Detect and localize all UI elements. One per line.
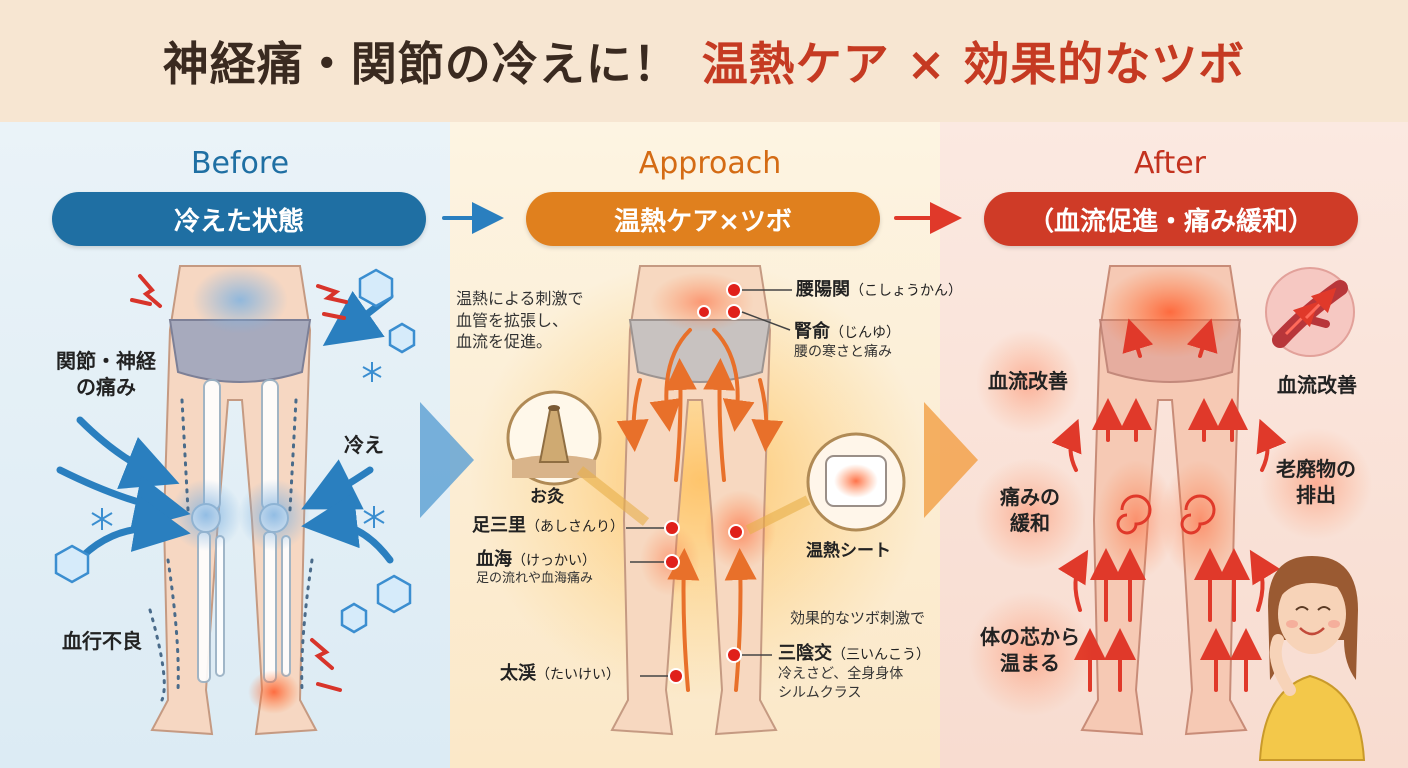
- snowflake-icon: [54, 268, 416, 634]
- point-ashisanri: 足三里（あしさんり）: [472, 515, 624, 536]
- stage-after: After: [1133, 146, 1207, 181]
- label-core-warm: 体の芯から 温まる: [980, 625, 1080, 675]
- label-flow-right: 血流改善: [1277, 373, 1357, 397]
- label-flow-left: 血流改善: [988, 369, 1068, 393]
- after-legs: [1051, 265, 1287, 736]
- point-saninkou: 三陰交（三いんこう） 冷えさど、全身身体 シルムクラス: [778, 643, 930, 701]
- blood-vessel-icon: [1265, 267, 1355, 357]
- before-legs: [148, 265, 318, 736]
- label-moxa: お灸: [530, 487, 564, 507]
- point-saninkou-intro: 効果的なツボ刺激で: [790, 609, 926, 627]
- label-poor-circulation: 血行不良: [62, 629, 142, 653]
- label-joint-nerve-pain: 関節・神経 の痛み: [56, 349, 156, 399]
- label-pain-relief: 痛みの 緩和: [1000, 485, 1060, 535]
- stage-approach: Approach: [638, 146, 782, 181]
- title-accent: 温熱ケア × 効果的なツボ: [701, 37, 1246, 91]
- chevron-right-icon: [420, 402, 474, 518]
- point-taikei: 太渓（たいけい）: [500, 663, 620, 684]
- pill-heat-care: 温熱ケア×ツボ: [526, 192, 880, 246]
- point-jinyu: 腎俞（じんゆ） 腰の寒さと痛み: [794, 321, 900, 361]
- stage-before: Before: [190, 146, 290, 181]
- label-cold: 冷え: [344, 433, 384, 457]
- chevron-right-icon: [924, 402, 978, 518]
- pill-cold-state: 冷えた状態: [52, 192, 426, 246]
- point-koshoukan: 腰陽関（こしょうかん）: [796, 279, 962, 300]
- heat-sheet-icon: [745, 432, 906, 535]
- point-kekkai: 血海（けっかい） 足の流れや血海痛み: [476, 549, 596, 587]
- title-banner: 神経痛・関節の冷えに！ 温熱ケア × 効果的なツボ: [0, 0, 1408, 122]
- pain-spark-icon: [130, 274, 348, 692]
- approach-intro: 温熱による刺激で 血管を拡張し、 血流を促進。: [456, 289, 584, 352]
- moxa-icon: [506, 390, 650, 526]
- smiling-woman-icon: [1258, 556, 1366, 761]
- label-heat-sheet: 温熱シート: [806, 541, 891, 561]
- label-waste-removal: 老廃物の 排出: [1276, 457, 1356, 507]
- title-main: 神経痛・関節の冷えに！: [162, 37, 680, 91]
- approach-legs: [470, 260, 930, 736]
- snowflake-small-icon: [91, 362, 385, 530]
- pill-after-effect: （血流促進・痛み緩和）: [984, 192, 1358, 246]
